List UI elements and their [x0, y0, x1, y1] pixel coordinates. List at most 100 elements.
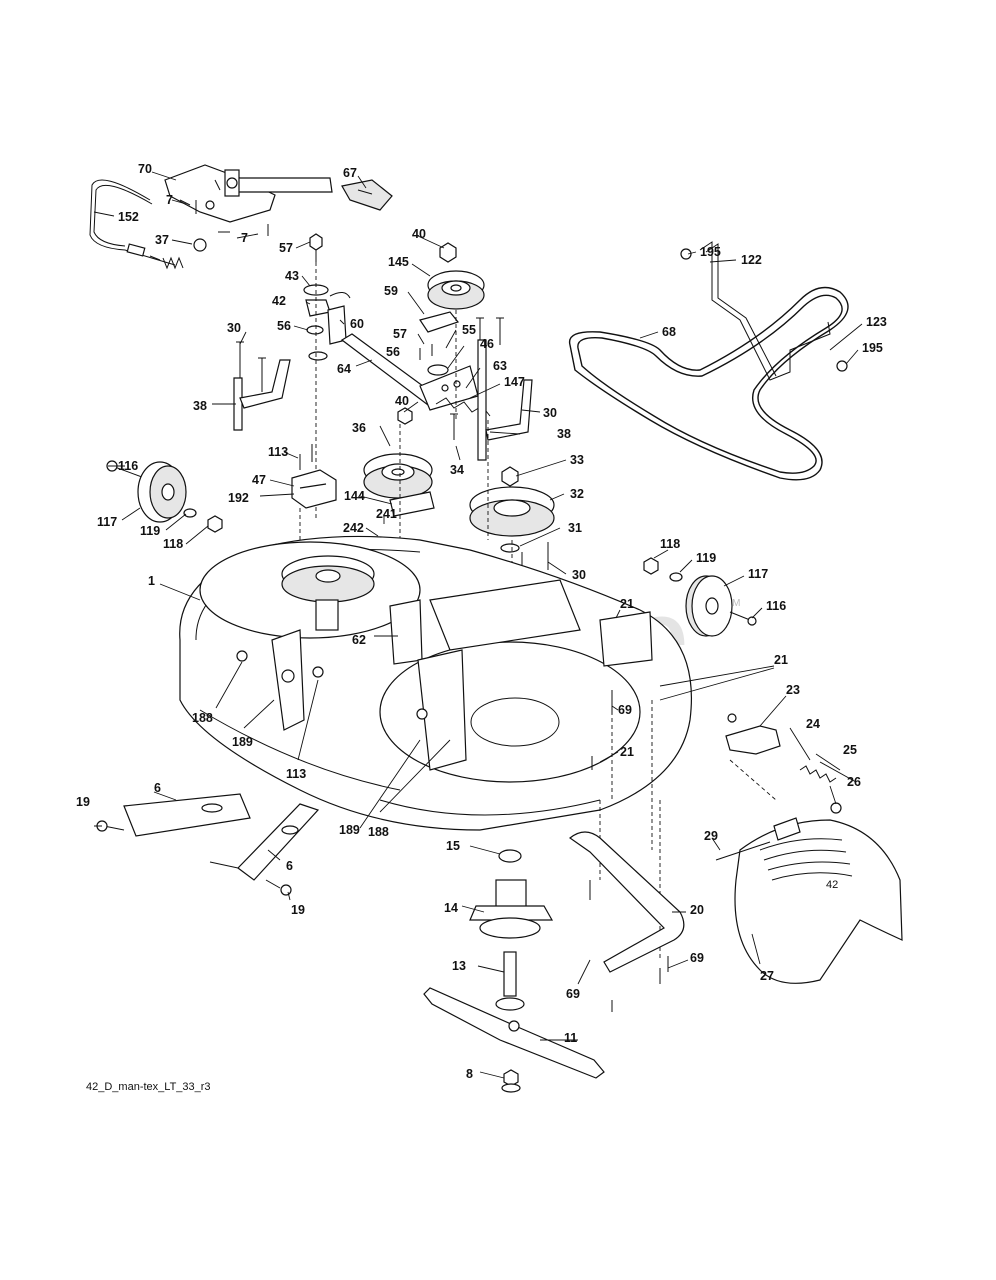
lift-lever-assembly — [164, 164, 333, 223]
callout-47: 47 — [252, 473, 266, 487]
callout-55: 55 — [462, 323, 476, 337]
callout-23: 23 — [786, 683, 800, 697]
spindle-assembly — [469, 849, 554, 1011]
callout-59: 59 — [384, 284, 398, 298]
callout-56: 56 — [386, 345, 400, 359]
callout-195: 195 — [862, 341, 883, 355]
lift-cable — [89, 179, 184, 270]
callout-69: 69 — [618, 703, 632, 717]
callout-11: 11 — [564, 1031, 577, 1045]
discharge-deflector: 42 — [715, 817, 903, 984]
callout-144: 144 — [344, 489, 365, 503]
callout-30: 30 — [227, 321, 241, 335]
callout-57: 57 — [279, 241, 293, 255]
callout-113: 113 — [268, 445, 288, 459]
callout-192: 192 — [228, 491, 249, 505]
callout-64: 64 — [337, 362, 351, 376]
callout-8: 8 — [466, 1067, 473, 1081]
callout-119: 119 — [140, 524, 160, 538]
callout-25: 25 — [843, 743, 857, 757]
callout-24: 24 — [806, 717, 820, 731]
drive-belt-68 — [568, 286, 849, 481]
callout-38: 38 — [557, 427, 571, 441]
callout-57: 57 — [393, 327, 407, 341]
callout-117: 117 — [748, 567, 768, 581]
callout-113: 113 — [286, 767, 306, 781]
deck-brackets — [236, 599, 653, 771]
idler-bracket-stack — [303, 233, 351, 520]
callout-32: 32 — [570, 487, 584, 501]
right-deck-hanger — [450, 317, 533, 461]
callout-188: 188 — [192, 711, 213, 725]
callout-21: 21 — [774, 653, 788, 667]
deck-lift-rod — [568, 831, 685, 1012]
callout-labels: 70 67 7 7 152 37 57 43 42 56 60 30 64 38… — [76, 162, 887, 1081]
callout-15: 15 — [446, 839, 460, 853]
callout-63: 63 — [493, 359, 507, 373]
callout-1: 1 — [148, 574, 155, 588]
blade-bolt — [501, 1069, 521, 1093]
callout-30: 30 — [572, 568, 586, 582]
watermark-trademark: TM — [726, 598, 740, 609]
callout-118: 118 — [163, 537, 183, 551]
callout-67: 67 — [343, 166, 357, 180]
callout-68: 68 — [662, 325, 676, 339]
callout-46: 46 — [480, 337, 494, 351]
callout-152: 152 — [118, 210, 139, 224]
callout-60: 60 — [350, 317, 364, 331]
callout-189: 189 — [232, 735, 253, 749]
leader-lines — [93, 171, 863, 1079]
callout-70: 70 — [138, 162, 152, 176]
callout-20: 20 — [690, 903, 704, 917]
callout-116: 116 — [118, 459, 138, 473]
idler-pulley-145 — [419, 242, 485, 420]
callout-6: 6 — [154, 781, 161, 795]
callout-7: 7 — [166, 193, 173, 207]
callout-189: 189 — [339, 823, 360, 837]
callout-13: 13 — [452, 959, 466, 973]
callout-30: 30 — [543, 406, 557, 420]
pulley-32 — [469, 466, 555, 700]
deck-dashed-links — [487, 420, 661, 960]
callout-145: 145 — [388, 255, 409, 269]
deck-bracket-192 — [291, 444, 337, 560]
callout-147: 147 — [504, 375, 525, 389]
callout-38: 38 — [193, 399, 207, 413]
callout-69: 69 — [566, 987, 580, 1001]
callout-195: 195 — [700, 245, 721, 259]
callout-27: 27 — [760, 969, 774, 983]
mower-blade — [423, 987, 605, 1079]
callout-26: 26 — [847, 775, 861, 789]
callout-14: 14 — [444, 901, 458, 915]
callout-119: 119 — [696, 551, 716, 565]
callout-42: 42 — [272, 294, 286, 308]
belt-guide — [680, 241, 848, 381]
gauge-wheel-right — [643, 557, 757, 637]
callout-36: 36 — [352, 421, 366, 435]
callout-19: 19 — [291, 903, 305, 917]
diagram-reference-code: 42_D_man-tex_LT_33_r3 — [86, 1081, 211, 1093]
callout-118: 118 — [660, 537, 680, 551]
idler-arm — [340, 333, 491, 417]
callout-40: 40 — [412, 227, 426, 241]
callout-7: 7 — [241, 231, 248, 245]
deck-pulley-top — [281, 555, 375, 631]
left-deck-hanger — [233, 341, 291, 431]
callout-188: 188 — [368, 825, 389, 839]
deflector-badge: 42 — [826, 879, 838, 891]
deck-link-plate-lower — [209, 803, 320, 896]
callout-31: 31 — [568, 521, 582, 535]
pulley-36 — [363, 407, 435, 560]
callout-69: 69 — [690, 951, 704, 965]
callout-242: 242 — [343, 521, 364, 535]
callout-43: 43 — [285, 269, 299, 283]
callout-56: 56 — [277, 319, 291, 333]
callout-241: 241 — [376, 507, 397, 521]
lift-handle-grip — [341, 179, 393, 211]
callout-19: 19 — [76, 795, 90, 809]
deck-link-plate-upper — [96, 793, 251, 837]
callout-116: 116 — [766, 599, 786, 613]
callout-117: 117 — [97, 515, 117, 529]
callout-37: 37 — [155, 233, 169, 247]
small-hardware-top-left — [193, 200, 269, 252]
